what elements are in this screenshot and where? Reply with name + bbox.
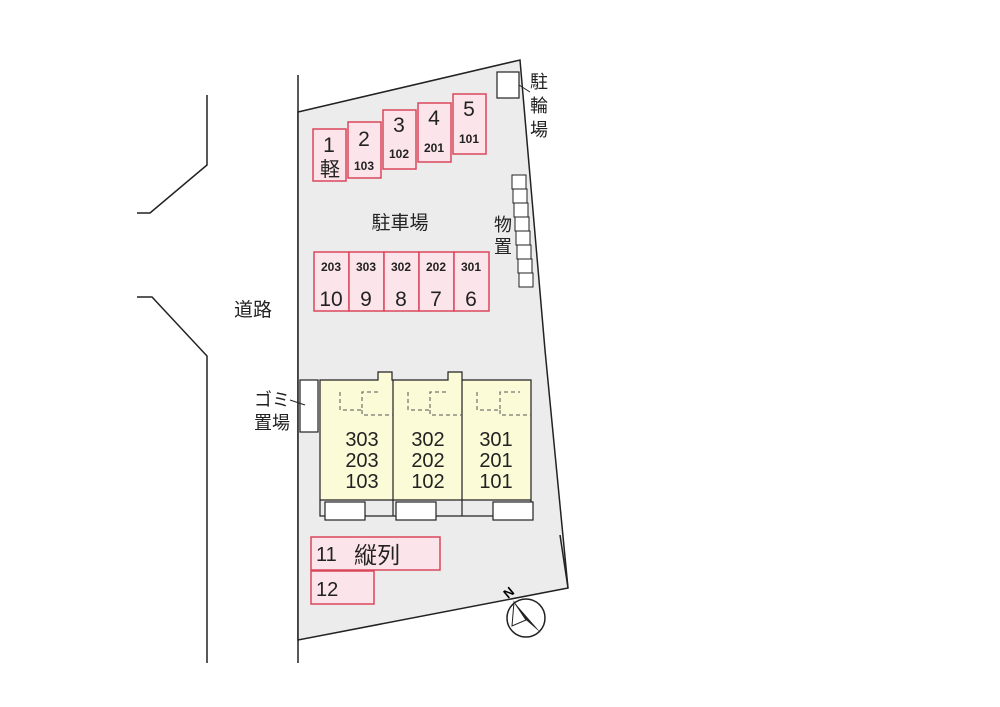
- parking-space-3: [382, 109, 417, 170]
- parking-number: 11: [316, 544, 337, 566]
- unit-room: 302: [411, 429, 444, 451]
- svg-text:置: 置: [494, 237, 512, 258]
- unit-room: 301: [479, 429, 512, 451]
- entrance-box: [492, 501, 534, 521]
- parking-label: 駐車場: [371, 212, 428, 234]
- parking-space-10: [313, 251, 350, 312]
- parking-room: 202: [426, 260, 446, 274]
- parking-room: 軽: [320, 157, 340, 181]
- parking-room: 203: [321, 260, 341, 274]
- parking-row-middle-labels: 203 10 303 9 302 8 202 7 301 6: [319, 260, 481, 311]
- building: [319, 371, 534, 521]
- parking-space-9: [348, 251, 385, 312]
- storage-label: 物 置: [494, 215, 512, 258]
- parking-space-2: [347, 121, 382, 179]
- bicycle-parking-leader: [518, 84, 531, 93]
- unit-room: 101: [479, 471, 512, 493]
- garbage-box: [299, 379, 319, 433]
- entrance-box: [324, 501, 366, 521]
- parking-number: 7: [430, 288, 442, 311]
- parking-room: 201: [424, 141, 444, 155]
- unit-room: 103: [345, 471, 378, 493]
- parking-room: 102: [389, 147, 409, 161]
- parking-row-top: [312, 93, 487, 182]
- parking-number: 12: [316, 579, 338, 601]
- unit-room: 202: [411, 450, 444, 472]
- parking-number: 4: [428, 107, 440, 130]
- svg-text:駐: 駐: [530, 72, 548, 93]
- parking-row-top-labels: 1 軽 2 103 3 102 4 201 5 101: [320, 98, 479, 181]
- parking-number: 10: [319, 288, 342, 311]
- parking-space-8: [383, 251, 420, 312]
- bicycle-parking-label: 駐 輪 場: [530, 72, 548, 141]
- unit-room: 203: [345, 450, 378, 472]
- parking-space-4: [417, 102, 452, 163]
- unit-room: 102: [411, 471, 444, 493]
- svg-text:ゴミ: ゴミ: [254, 390, 290, 411]
- parking-number: 6: [465, 288, 477, 311]
- road-label: 道路: [234, 299, 272, 321]
- parking-space-6: [453, 251, 490, 312]
- unit-room: 303: [345, 429, 378, 451]
- parking-room: 103: [354, 159, 374, 173]
- entrance-box: [395, 501, 437, 521]
- storage-stack: [511, 174, 534, 288]
- parking-room: 101: [459, 132, 479, 146]
- tandem-label: 縦列: [354, 543, 400, 569]
- bicycle-parking-box: [496, 71, 520, 99]
- road-lines: [137, 75, 299, 663]
- unit-room: 201: [479, 450, 512, 472]
- parking-number: 5: [463, 98, 475, 121]
- svg-text:輪: 輪: [530, 96, 548, 117]
- garbage-leader: [289, 399, 306, 406]
- parking-number: 2: [358, 128, 370, 151]
- svg-text:物: 物: [494, 215, 512, 236]
- parking-space-12: [310, 570, 375, 605]
- parking-room: 302: [391, 260, 411, 274]
- parking-room: 303: [356, 260, 376, 274]
- building-unit-labels: 303 203 103 302 202 102 301 201 101: [345, 429, 512, 493]
- parking-space-5: [452, 93, 487, 155]
- parking-space-7: [418, 251, 455, 312]
- parking-number: 3: [393, 114, 405, 137]
- parking-row-bottom: [310, 536, 441, 605]
- parking-number: 1: [323, 134, 335, 157]
- parking-space-1: [312, 128, 347, 182]
- parking-room: 301: [461, 260, 481, 274]
- svg-text:置場: 置場: [254, 413, 290, 434]
- parking-number: 8: [395, 288, 407, 311]
- svg-text:場: 場: [530, 120, 548, 141]
- lot-edge: [559, 534, 569, 589]
- parking-space-11: [310, 536, 441, 571]
- parking-row-middle: [313, 251, 490, 312]
- parking-number: 9: [360, 288, 372, 311]
- garbage-label: ゴミ 置場: [254, 390, 290, 434]
